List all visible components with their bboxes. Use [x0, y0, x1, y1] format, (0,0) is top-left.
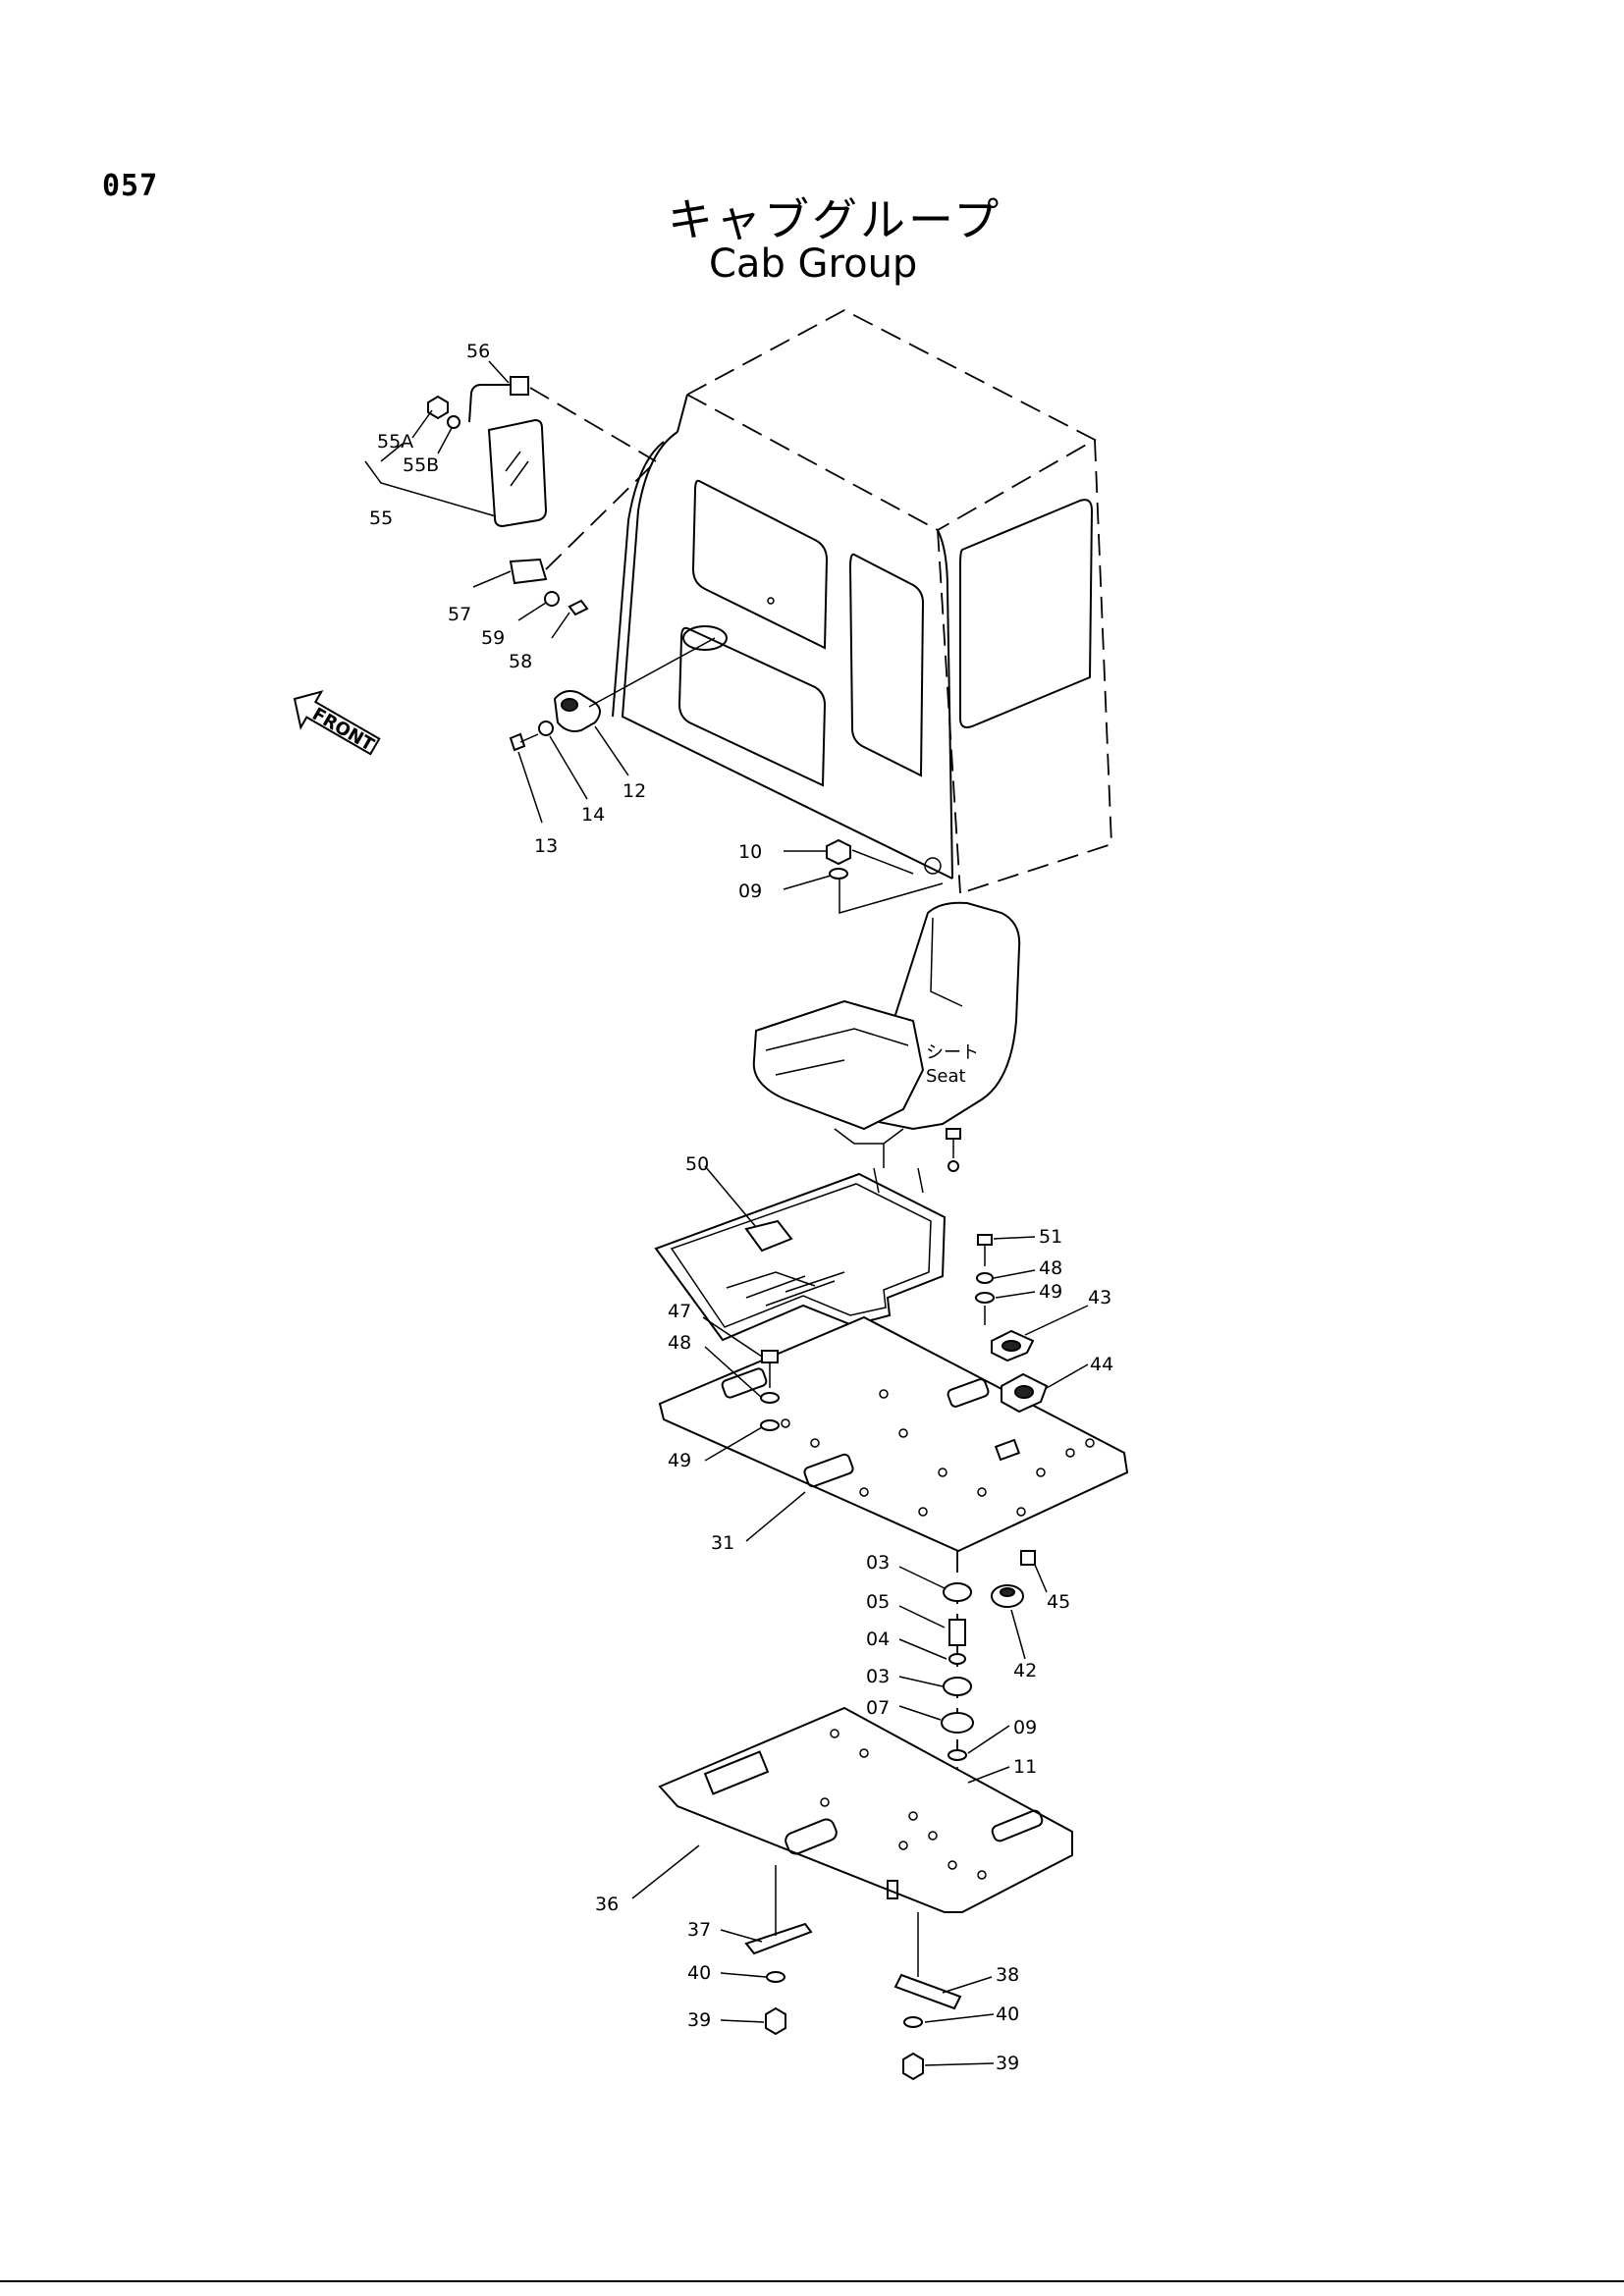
- cab-mount-hardware: [826, 838, 944, 914]
- callout-58: 58: [509, 651, 532, 672]
- door-stopper-assembly: [509, 637, 716, 752]
- callout-48-lower: 48: [668, 1332, 691, 1354]
- callout-07: 07: [866, 1697, 890, 1719]
- callout-48-upper: 48: [1039, 1257, 1062, 1279]
- seat-label-english: Seat: [926, 1066, 966, 1087]
- callout-03-upper: 03: [866, 1552, 890, 1574]
- cab-body: [612, 308, 1112, 894]
- callout-04: 04: [866, 1629, 890, 1650]
- callout-03-lower: 03: [866, 1666, 890, 1687]
- callout-36: 36: [595, 1894, 619, 1915]
- callout-49-lower: 49: [668, 1450, 691, 1471]
- callout-43: 43: [1088, 1287, 1111, 1308]
- front-direction-arrow: FRONT: [293, 690, 381, 756]
- base-plate: [658, 1706, 1073, 2081]
- callout-55A: 55A: [377, 431, 413, 453]
- callout-42: 42: [1013, 1660, 1037, 1682]
- callout-45: 45: [1047, 1591, 1070, 1613]
- seat: シート Seat: [752, 901, 1021, 1172]
- callout-44: 44: [1090, 1354, 1113, 1375]
- callout-31: 31: [711, 1532, 734, 1554]
- callout-57: 57: [448, 604, 471, 625]
- callout-56: 56: [466, 341, 490, 362]
- page-number: 057: [102, 169, 159, 203]
- callout-50: 50: [685, 1153, 709, 1175]
- callout-labels: 56 55A 55B 55 57 59 58 12 14 13 10 09 50…: [369, 341, 1113, 2074]
- callout-05: 05: [866, 1591, 890, 1613]
- callout-47: 47: [668, 1301, 691, 1322]
- callout-49-upper: 49: [1039, 1281, 1062, 1303]
- callout-13: 13: [534, 835, 558, 857]
- callout-37: 37: [687, 1919, 711, 1941]
- floor-plate: [658, 1315, 1129, 1553]
- callout-51: 51: [1039, 1226, 1062, 1248]
- mirror-assembly: [427, 376, 657, 616]
- callout-38: 38: [996, 1964, 1019, 1986]
- callout-59: 59: [481, 627, 505, 649]
- callout-leaders: [364, 360, 1089, 2066]
- callout-10: 10: [738, 841, 762, 863]
- page-bottom-rule: [0, 2280, 1624, 2282]
- callout-39-right: 39: [996, 2053, 1019, 2074]
- callout-40-left: 40: [687, 1962, 711, 1984]
- callout-12: 12: [623, 780, 646, 802]
- floor-mat: [654, 1167, 947, 1342]
- diagram-title-japanese: キャブグループ: [668, 193, 1002, 246]
- callout-55: 55: [369, 507, 393, 529]
- callout-40-right: 40: [996, 2003, 1019, 2025]
- seat-label-japanese: シート: [926, 1042, 979, 1063]
- front-label: FRONT: [308, 704, 378, 756]
- callout-55B: 55B: [403, 454, 439, 476]
- callout-39-left: 39: [687, 2009, 711, 2031]
- diagram-title-english: Cab Group: [709, 241, 918, 287]
- callout-09-lower: 09: [1013, 1717, 1037, 1738]
- mat-hardware: [975, 1234, 995, 1325]
- callout-11: 11: [1013, 1756, 1037, 1778]
- callout-09-upper: 09: [738, 881, 762, 902]
- callout-14: 14: [581, 804, 605, 826]
